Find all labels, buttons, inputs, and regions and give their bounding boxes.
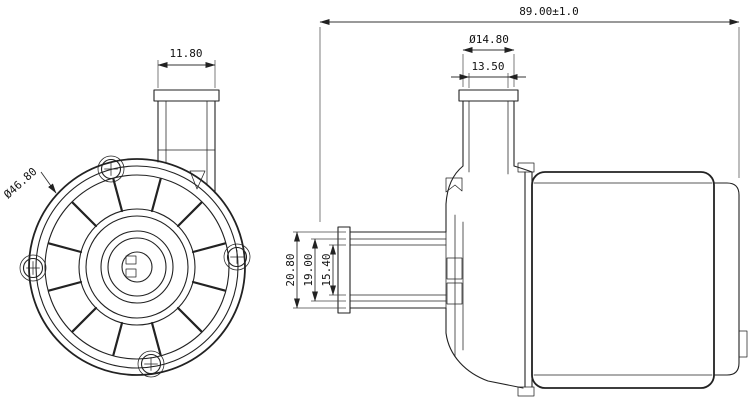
dim-label-inlet-od: 20.80 xyxy=(284,253,297,286)
dim-label-port-width: 11.80 xyxy=(169,47,202,60)
dim-overall-length: 89.00±1.0 xyxy=(319,5,740,222)
screw-top xyxy=(97,155,125,183)
shaft-center xyxy=(121,251,153,283)
volute-housing xyxy=(445,165,524,389)
dim-inlet-bore: 15.40 xyxy=(320,244,346,296)
dim-inlet-od: 20.80 xyxy=(284,231,346,309)
impeller-ribs xyxy=(47,178,226,356)
inlet-port xyxy=(337,226,447,314)
end-cap xyxy=(713,182,748,376)
dim-label-inlet-bore: 15.40 xyxy=(320,253,333,286)
dim-label-outlet-od: Ø14.80 xyxy=(469,33,509,46)
outlet-port xyxy=(445,89,533,193)
front-outlet-port xyxy=(153,89,220,194)
dim-label-body-diameter: Ø46.80 xyxy=(1,165,39,201)
screw-left xyxy=(19,254,47,282)
outlet-lip xyxy=(458,89,519,102)
dim-front-port-width: 11.80 xyxy=(157,47,216,88)
hub-circle xyxy=(100,230,174,304)
screw-bottom xyxy=(137,350,165,378)
inlet-lip xyxy=(337,226,351,314)
dim-label-overall-length: 89.00±1.0 xyxy=(519,5,579,18)
pump-cover-circles xyxy=(28,158,246,376)
port-lip xyxy=(153,89,220,102)
dim-label-inlet-step: 19.00 xyxy=(302,253,315,286)
port-clip xyxy=(189,170,206,190)
dim-outlet-bore: 13.50 xyxy=(451,60,526,88)
screw-right xyxy=(223,243,251,271)
motor-body xyxy=(531,171,715,389)
mounting-screws xyxy=(19,155,251,378)
body-outer-rim xyxy=(28,158,246,376)
dim-inlet-step: 19.00 xyxy=(302,238,346,302)
connector-tab xyxy=(738,330,748,358)
dim-outlet-od: Ø14.80 xyxy=(462,33,515,87)
side-view: 89.00±1.0 Ø14.80 13.50 20.80 19.00 xyxy=(284,5,748,397)
dim-label-outlet-bore: 13.50 xyxy=(471,60,504,73)
front-view: 11.80 Ø46.80 xyxy=(1,47,251,378)
dim-front-body-diameter: Ø46.80 xyxy=(1,165,57,201)
outlet-clip xyxy=(445,177,463,193)
